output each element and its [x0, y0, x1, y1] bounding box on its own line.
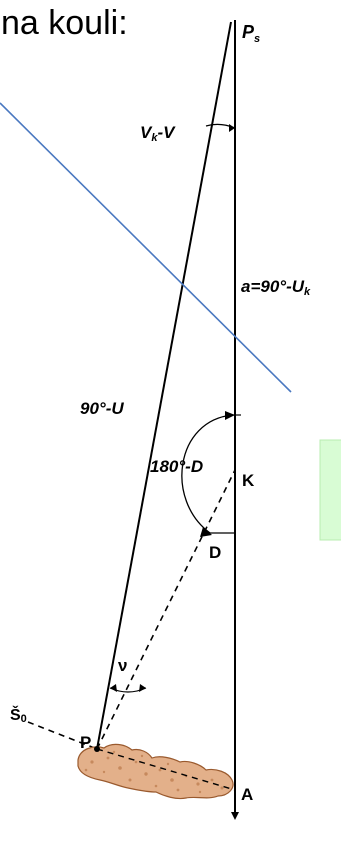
- label-point-a: A: [241, 785, 253, 804]
- blue-diagonal-line: [0, 102, 292, 393]
- label-meridian-s0: Š0: [10, 705, 27, 725]
- point-p-dot: [94, 746, 100, 752]
- meridian-arrow-tip: [231, 812, 239, 820]
- label-angle-nu: ν: [118, 656, 127, 675]
- dashed-line-p-a-overlay: [96, 748, 236, 791]
- heading-text: na kouli:: [1, 4, 128, 42]
- label-point-p: P: [80, 733, 91, 752]
- angle-arc-nu-arrow-left: [110, 684, 117, 692]
- czech-landmass-shape: [77, 743, 234, 800]
- angle-arc-180-d-arrow-bottom: [200, 527, 212, 537]
- label-arc-a: a=90°-Uk: [241, 277, 311, 298]
- dashed-line-s0-p: [27, 721, 98, 750]
- angle-arc-vk-v-arrow: [229, 124, 235, 132]
- label-pole-ps: Ps: [242, 22, 260, 45]
- angle-arc-180-d: [181, 414, 234, 534]
- label-arc-90-u: 90°-U: [80, 399, 124, 418]
- dashed-line-p-k: [96, 469, 236, 750]
- landmass-texture: [84, 750, 224, 794]
- label-angle-vk-v: Vk-V: [140, 123, 176, 144]
- angle-arc-nu-arrow-right: [139, 684, 146, 692]
- line-ps-p: [96, 21, 232, 750]
- label-point-k: K: [242, 471, 255, 490]
- green-highlight-box: [319, 439, 341, 541]
- label-angle-180-d: 180°-D: [150, 457, 203, 476]
- label-point-d: D: [209, 543, 221, 562]
